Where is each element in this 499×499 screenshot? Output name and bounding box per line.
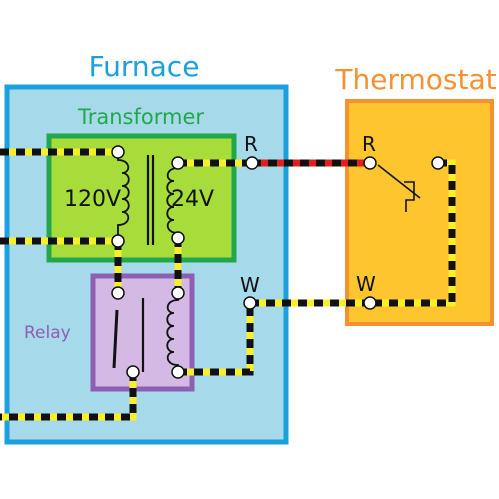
transformer-title: Transformer [77,105,204,129]
thermostat-w-label: W [356,272,376,296]
relay-symbol [112,293,179,372]
thermostat-box [345,99,494,326]
transformer-symbol [117,152,179,245]
terminal-relay-contact-bottom [126,365,140,379]
terminal-relay-coil-bottom [171,365,185,379]
terminals [111,145,445,379]
thermostat-r-label: R [362,132,376,156]
transformer-box [46,133,237,263]
wires [0,148,456,421]
thermostat-switch [377,164,421,212]
terminal-furnace-w [243,296,257,310]
terminal-transformer-secondary-bottom [171,231,185,245]
terminal-transformer-primary-bottom [111,234,125,248]
transformer-primary-voltage: 120V [64,187,121,212]
terminal-relay-contact-top [111,286,125,300]
relay-title: Relay [24,323,71,343]
terminal-relay-coil-top [171,286,185,300]
terminal-transformer-primary-top [111,145,125,159]
transformer-secondary-voltage: 24V [171,187,214,212]
furnace-w-label: W [240,273,260,297]
terminal-transformer-secondary-top [171,156,185,170]
thermostat-title: Thermostat [334,63,496,96]
terminal-furnace-r [245,156,259,170]
terminal-thermostat-switch [431,156,445,170]
furnace-r-label: R [244,132,258,156]
terminal-thermostat-r [363,156,377,170]
furnace-title: Furnace [89,50,200,83]
terminal-thermostat-w [363,296,377,310]
